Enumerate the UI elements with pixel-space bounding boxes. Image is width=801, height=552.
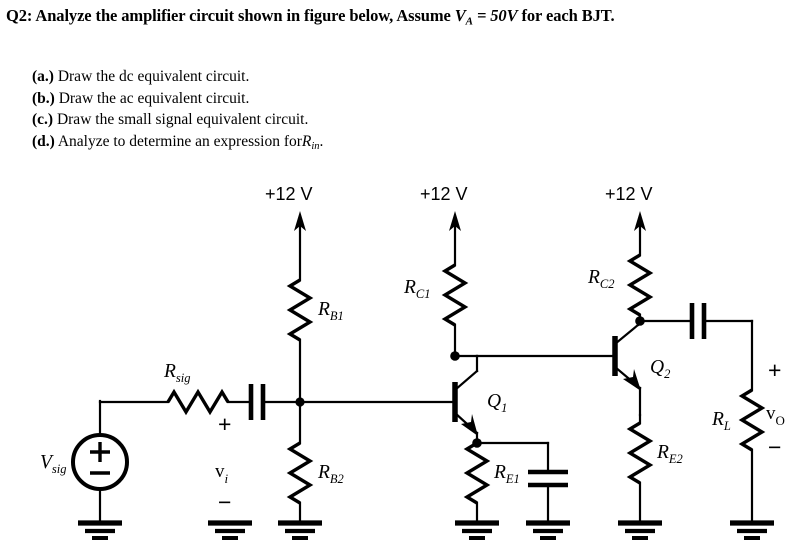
ground-rb2	[278, 520, 322, 540]
rb1-label: RB1	[317, 299, 344, 323]
vsig-polarity	[90, 442, 110, 475]
vo-label: vO	[766, 403, 785, 428]
re2-label: RE2	[656, 442, 683, 466]
sub-question-a-label: (a.)	[32, 68, 54, 85]
re1-resistor-symbol	[463, 441, 491, 505]
question-label: Q2:	[6, 6, 33, 25]
q1-label: Q1	[487, 391, 507, 415]
ground-re2	[618, 520, 662, 540]
rl-resistor-symbol	[738, 388, 766, 452]
sub-question-c-label: (c.)	[32, 111, 54, 128]
re1-label: RE1	[493, 462, 520, 486]
rb2-label: RB2	[317, 462, 344, 486]
rc1-resistor-symbol	[441, 263, 469, 327]
rsig-resistor-symbol	[166, 388, 230, 416]
rl-label: RL	[711, 409, 731, 433]
sub-question-list: (a.) Draw the dc equivalent circuit. (b.…	[32, 66, 323, 157]
question-symbol-v: V	[454, 6, 466, 25]
q2-label: Q2	[650, 357, 670, 381]
sub-question-a: (a.) Draw the dc equivalent circuit.	[32, 66, 323, 88]
ground-re1	[455, 520, 499, 540]
sub-question-d-symbol-subscript: in	[311, 140, 320, 152]
sub-question-d: (d.) Analyze to determine an expression …	[32, 131, 323, 158]
sub-question-b: (b.) Draw the ac equivalent circuit.	[32, 88, 323, 110]
vsig-label: Vsig	[40, 452, 67, 476]
sub-question-d-text: Analyze to determine an expression for	[57, 132, 302, 150]
sub-question-b-label: (b.)	[32, 89, 55, 107]
ground-vsig	[78, 520, 122, 540]
rsig-label: Rsig	[163, 361, 191, 385]
vo-plus-sign: +	[768, 357, 781, 383]
vi-minus-sign: −	[218, 489, 231, 515]
supply-left-label: +12 V	[265, 184, 313, 204]
ground-bypass-capacitor	[526, 520, 570, 540]
supply-right-label: +12 V	[605, 184, 653, 204]
rc2-label: RC2	[587, 267, 615, 291]
question-symbol-v-subscript: A	[465, 15, 473, 28]
sub-question-d-label: (d.)	[32, 132, 55, 150]
page-title: Q2: Analyze the amplifier circuit shown …	[6, 6, 796, 27]
output-coupling-capacitor	[689, 303, 707, 339]
sub-question-d-tail: .	[319, 132, 324, 150]
transistor-q1	[452, 354, 479, 445]
ground-vi	[208, 520, 252, 540]
vi-label: vi	[215, 461, 229, 486]
sub-question-d-symbol: R	[301, 132, 312, 150]
supply-arrow-middle-icon	[449, 211, 461, 231]
vi-plus-sign: +	[218, 411, 231, 437]
sub-question-c: (c.) Draw the small signal equivalent ci…	[32, 109, 323, 131]
sub-question-c-text: Draw the small signal equivalent circuit…	[56, 111, 309, 128]
question-text-after: for each BJT.	[521, 6, 615, 25]
question-equals-value: = 50V	[476, 6, 518, 25]
question-text-before: Analyze the amplifier circuit shown in f…	[35, 6, 451, 25]
input-coupling-capacitor	[248, 384, 266, 420]
vo-minus-sign: −	[768, 434, 781, 460]
rc2-resistor-symbol	[626, 253, 654, 317]
supply-middle-label: +12 V	[420, 184, 468, 204]
sub-question-b-text: Draw the ac equivalent circuit.	[58, 89, 250, 107]
sub-question-a-text: Draw the dc equivalent circuit.	[57, 68, 250, 85]
rb2-resistor-symbol	[286, 441, 314, 505]
circuit-diagram: Rsig Vsig + vi − +12 V RB1 RB2 +12 V RC1	[0, 175, 801, 552]
ground-rl	[730, 520, 774, 540]
supply-arrow-right-icon	[634, 211, 646, 231]
rb1-resistor-symbol	[286, 278, 314, 342]
re2-resistor-symbol	[626, 421, 654, 485]
supply-arrow-left-icon	[294, 211, 306, 231]
emitter-bypass-capacitor	[528, 469, 568, 488]
transistor-q2	[612, 319, 642, 417]
rc1-label: RC1	[403, 277, 431, 301]
